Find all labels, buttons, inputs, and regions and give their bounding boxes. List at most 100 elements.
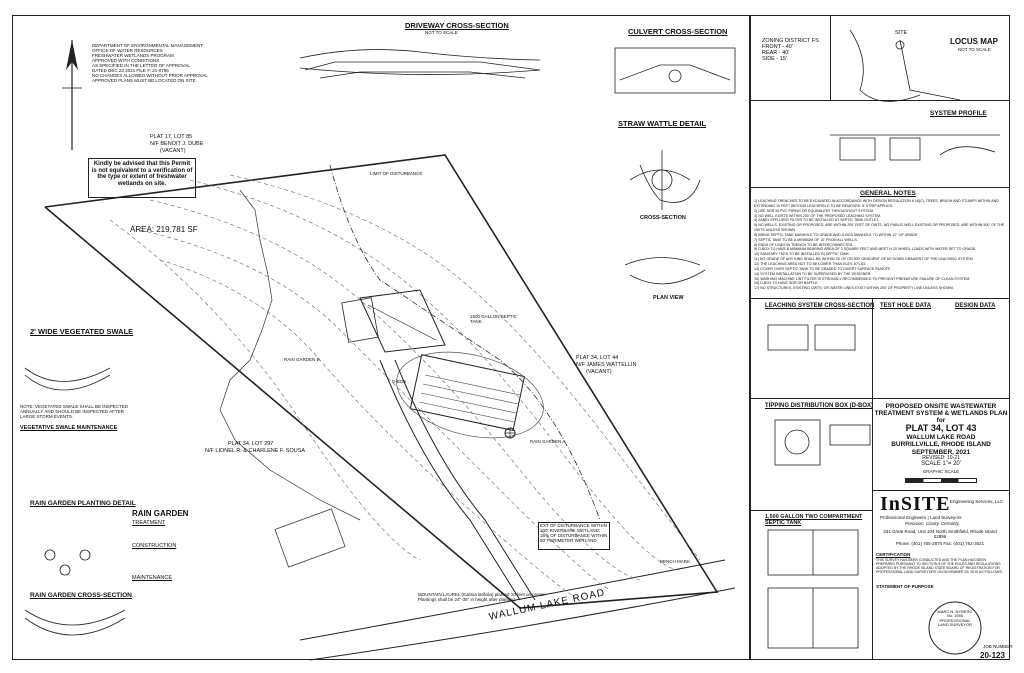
rain-garden-b-label: RAIN GARDEN B bbox=[284, 357, 320, 362]
note-line: 14) SYSTEM INSTALLATION TO BE SUPERVISED… bbox=[754, 271, 872, 276]
zoning-bottom bbox=[749, 100, 1010, 101]
grading-contour bbox=[396, 351, 544, 439]
road-edge-south bbox=[309, 587, 736, 661]
zoning-front: FRONT - 40' bbox=[762, 44, 793, 51]
note-line: 3) NO WELL EXISTS WITHIN 200' OF THE PRO… bbox=[754, 213, 882, 218]
cert-text: THIS SURVEY HAS BEEN CONDUCTED AND THE P… bbox=[876, 558, 1003, 574]
stamp-line: NO CHANGES ALLOWED WITHOUT PRIOR APPROVA… bbox=[92, 72, 208, 78]
note-line: 12) THE LEACHING AREA NOT TO BE LOWER TH… bbox=[754, 261, 866, 266]
seal-line: MARC N. NYBERG bbox=[937, 609, 973, 614]
note-line: 6) BRING SEPTIC TANK MANHOLE TO GRADE AN… bbox=[754, 232, 919, 237]
note-line: 13) COVER OVER SEPTIC TANK TO BE GRADED … bbox=[754, 266, 891, 271]
title-line5: WALLUM LAKE ROAD bbox=[906, 434, 976, 442]
note-line: 11) NO GRADE OF ANY KIND SHALL BE WITHIN… bbox=[754, 257, 974, 262]
tipping-title: TIPPING DISTRIBUTION BOX (D-BOX) bbox=[765, 403, 873, 409]
note-line: 4) ZABEL EFFLUENT FILTER TO BE INSTALLED… bbox=[754, 218, 880, 223]
rg-title: RAIN GARDEN bbox=[132, 509, 189, 518]
locus-map-graphic bbox=[849, 29, 961, 102]
stamp-line: APPROVED PLANS MUST BE LOCATED ON SITE bbox=[92, 77, 196, 83]
septic-tank-graphic bbox=[767, 529, 859, 649]
rain-garden-planting bbox=[44, 549, 91, 576]
property-line bbox=[44, 154, 719, 609]
sheet-border bbox=[12, 15, 1010, 660]
swale-maint-title: VEGETATIVE SWALE MAINTENANCE bbox=[20, 425, 118, 431]
row-divider-left bbox=[749, 187, 1010, 188]
proposed-dwelling bbox=[359, 289, 446, 353]
firm-motto: Precision. Clarity. Certainty. bbox=[905, 521, 960, 526]
test-hole-title: TEST HOLE DATA bbox=[880, 303, 932, 309]
rg-treatment: TREATMENT bbox=[132, 520, 166, 526]
stamp-line: AS SPECIFIED IN THE LETTER OF APPROVAL bbox=[92, 62, 190, 68]
dbox-graphic bbox=[774, 419, 871, 466]
note-line: 16) D-BOX TO HAVE SDR OR BAFFLE. bbox=[754, 281, 819, 286]
title-line7: SEPTEMBER, 2021 bbox=[911, 448, 971, 456]
permit-notice: Kindly be advised that this Permit is no… bbox=[88, 158, 196, 198]
plat-east: PLAT 34, LOT 44 bbox=[576, 355, 619, 361]
wetland-flags bbox=[219, 189, 361, 521]
contour-lines bbox=[109, 174, 701, 601]
note-line: 15) WASHING MACHINE LINT FILTER IS STRON… bbox=[754, 276, 971, 281]
rg-construction: CONSTRUCTION bbox=[132, 543, 177, 549]
graphic-scale-bar bbox=[905, 478, 977, 483]
locus-site: SITE bbox=[895, 30, 908, 36]
job-label: JOB NUMBER bbox=[983, 644, 1013, 649]
driveway-section bbox=[304, 61, 541, 79]
firm-subtitle: Engineering Services, LLC bbox=[950, 499, 1004, 504]
note-line: 7) SEPTIC TANK TO BE A MINIMUM OF 10' FR… bbox=[754, 237, 858, 242]
locus-title: LOCUS MAP bbox=[950, 37, 998, 46]
test-divider bbox=[872, 298, 873, 398]
leaching-field bbox=[409, 354, 526, 432]
zoning-title: ZONING DISTRICT FS bbox=[762, 38, 819, 44]
driveway bbox=[379, 359, 521, 601]
limit-of-disturbance bbox=[329, 164, 601, 521]
bench-mark-label: BENCH MARK bbox=[660, 559, 691, 564]
culvert-section bbox=[619, 64, 731, 83]
note-line: 9) D-BOX TO HAVE A MINIMUM BEARING AREA … bbox=[754, 247, 977, 252]
seal-line: No. 1956 bbox=[946, 613, 964, 619]
rg-maintenance: MAINTENANCE bbox=[132, 575, 173, 581]
title-line1: PROPOSED ONSITE WASTEWATER bbox=[885, 403, 997, 410]
surveyor-seal-icon bbox=[928, 601, 982, 655]
seal-line: LAND SURVEYOR bbox=[937, 622, 973, 628]
disturbance-text: EXT OF DISTURBANCE WITHIN 100' RIVERBANK… bbox=[540, 523, 608, 543]
leaching-title: LEACHING SYSTEM CROSS-SECTION bbox=[765, 303, 875, 309]
swale-title: 2' WIDE VEGETATED SWALE bbox=[30, 327, 134, 336]
zoning-rear: REAR - 40' bbox=[762, 50, 790, 57]
system-profile-title: SYSTEM PROFILE bbox=[930, 110, 987, 117]
straw-wattle-title: STRAW WATTLE DETAIL bbox=[618, 119, 707, 128]
detail-frames bbox=[299, 47, 736, 203]
area-label: AREA: 219,781 SF bbox=[130, 225, 198, 234]
note-line: 10) SANITARY TEES TO BE INSTALLED IN SEP… bbox=[754, 252, 850, 257]
firm-tag: Professional Engineers | Land Surveyors bbox=[880, 515, 962, 520]
title-revised: REVISED: 10-21 bbox=[922, 454, 960, 461]
driveway-title: DRIVEWAY CROSS-SECTION bbox=[405, 21, 509, 30]
rain-garden-section bbox=[24, 609, 126, 636]
column-divider bbox=[749, 15, 751, 660]
limit-disturbance-label: LIMIT OF DISTURBANCE bbox=[370, 171, 423, 176]
note-line: 2) USE SDR 35 PVC PIPING OR EQUIVALENT T… bbox=[754, 208, 874, 213]
leaching-section-graphic bbox=[767, 324, 856, 351]
zoning-divider bbox=[830, 15, 831, 100]
stamp-line: FRESHWATER WETLANDS PROGRAM bbox=[92, 52, 174, 58]
mountain-laurel-note: MOUNTAIN LAUREL (Kalmia latifolia) plant… bbox=[418, 592, 546, 602]
note-line: OWTS UNLESS SHOWN. bbox=[754, 228, 796, 233]
note-line: 8) ENDS OF LINES IN TRENCH TO BE INTERCO… bbox=[754, 242, 854, 247]
driveway-nts: NOT TO SCALE bbox=[425, 30, 458, 35]
permit-notice-text: Kindly be advised that this Permit is no… bbox=[91, 161, 193, 187]
note-line: EXTENDING 10 FEET BEYOND LEACHFIELD TO B… bbox=[754, 203, 894, 208]
owner-east: N/F JAMES WATTELLIN bbox=[576, 362, 637, 368]
straw-wattle-plan bbox=[624, 257, 706, 285]
vacant-east: (VACANT) bbox=[586, 369, 612, 375]
general-notes-title: GENERAL NOTES bbox=[860, 190, 916, 197]
rain-garden-pad bbox=[274, 508, 346, 568]
title-line4: PLAT 34, LOT 43 bbox=[905, 423, 977, 434]
cert-title: CERTIFICATION bbox=[876, 552, 911, 557]
rain-garden-a-label: RAIN GARDEN A bbox=[530, 439, 566, 444]
leaching-trenches bbox=[418, 374, 521, 423]
cert-purpose: STATEMENT OF PURPOSE bbox=[876, 584, 934, 589]
vacant-north: (VACANT) bbox=[160, 148, 186, 154]
tipping-divider bbox=[872, 398, 873, 660]
rg-cross-title: RAIN GARDEN CROSS-SECTION bbox=[30, 592, 132, 599]
seal-line: PROFESSIONAL bbox=[939, 617, 971, 623]
